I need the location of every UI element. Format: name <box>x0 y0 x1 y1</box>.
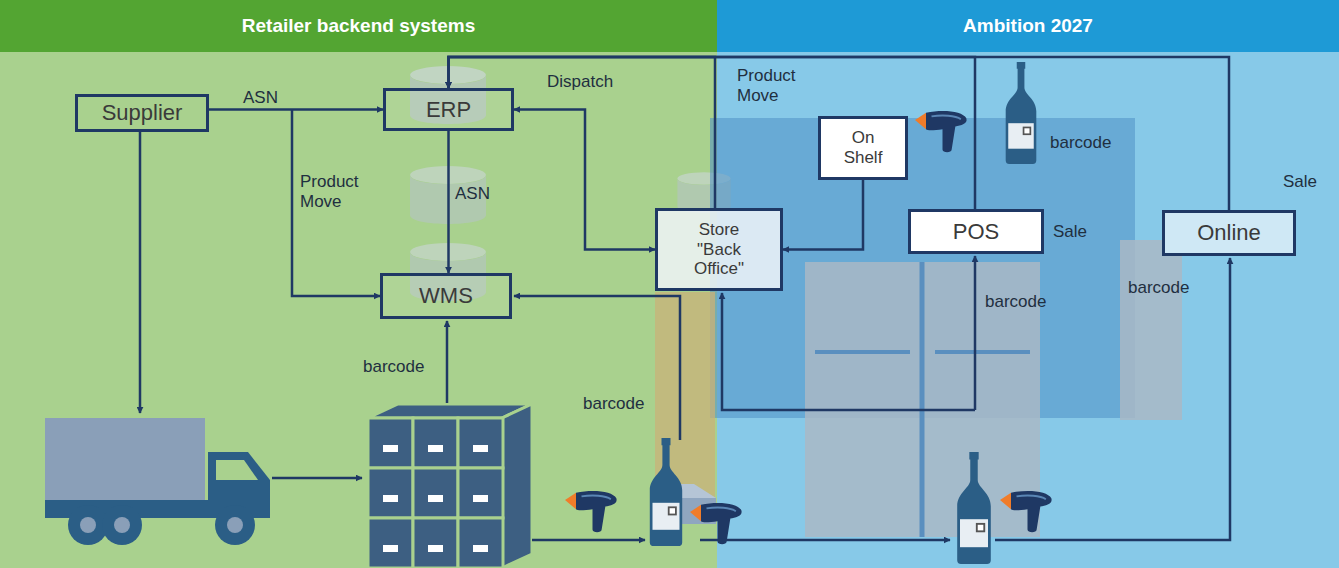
flow-arrow <box>449 57 1230 210</box>
box-label: On Shelf <box>833 128 893 167</box>
band-title: Ambition 2027 <box>963 15 1093 37</box>
system-box: WMS <box>380 273 512 319</box>
flow-arrow <box>209 108 383 111</box>
system-box: ERP <box>383 88 514 131</box>
flow-label: Product Move <box>300 172 370 213</box>
flow-label: Product Move <box>737 66 817 107</box>
box-label: POS <box>953 219 999 244</box>
flow-label: ASN <box>243 88 278 108</box>
flow-label: ASN <box>455 184 490 204</box>
system-box: POS <box>908 209 1044 254</box>
flow-arrow <box>447 131 450 273</box>
band-title: Retailer backend systems <box>242 15 475 37</box>
system-box: Online <box>1162 210 1296 256</box>
flow-arrow <box>783 180 863 250</box>
flow-label: Sale <box>1053 222 1087 242</box>
flow-arrow <box>449 57 976 209</box>
band-header: Ambition 2027 <box>717 0 1339 52</box>
flow-arrow <box>514 110 655 250</box>
system-box: Store "Back Office" <box>655 208 783 291</box>
flow-label: Sale <box>1283 172 1317 192</box>
barcode-label: barcode <box>985 292 1046 312</box>
band-header: Retailer backend systems <box>0 0 717 52</box>
box-label: ERP <box>426 97 471 122</box>
system-box: On Shelf <box>818 116 908 180</box>
barcode-label: barcode <box>583 394 644 414</box>
box-label: Online <box>1197 220 1261 245</box>
box-label: WMS <box>419 283 473 308</box>
barcode-label: barcode <box>1128 278 1189 298</box>
box-label: Store "Back Office" <box>679 220 759 279</box>
system-box: Supplier <box>75 94 209 132</box>
barcode-label: barcode <box>363 357 424 377</box>
flow-label: Dispatch <box>547 72 613 92</box>
flow-arrow <box>449 57 716 208</box>
flow-arrow <box>292 110 380 297</box>
barcode-label: barcode <box>1050 133 1111 153</box>
box-label: Supplier <box>102 100 183 125</box>
